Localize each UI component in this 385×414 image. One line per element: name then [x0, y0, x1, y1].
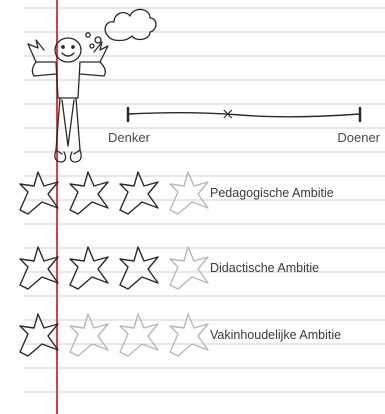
star-outline-icon	[119, 246, 159, 290]
rating-row-subject-matter: Vakinhoudelijke Ambitie	[14, 312, 384, 366]
thinking-person-icon	[27, 8, 157, 163]
rating-label: Pedagogische Ambitie	[210, 186, 334, 200]
star-faded-icon	[119, 313, 159, 357]
star-outline-icon	[69, 171, 109, 215]
rating-label: Didactische Ambitie	[210, 261, 320, 275]
star-outline-icon	[19, 171, 59, 215]
scale-marker-icon	[223, 109, 233, 119]
star-faded-icon	[169, 171, 209, 215]
star-rating	[14, 245, 214, 299]
star-faded-icon	[169, 246, 209, 290]
scale-line	[126, 106, 362, 123]
star-outline-icon	[69, 246, 109, 290]
rating-row-didactic: Didactische Ambitie	[14, 245, 384, 299]
thinker-doer-scale: Denker Doener	[108, 104, 380, 148]
rating-label: Vakinhoudelijke Ambitie	[210, 328, 342, 342]
star-outline-icon	[119, 171, 159, 215]
scale-left-label: Denker	[108, 130, 150, 145]
star-faded-icon	[69, 313, 109, 357]
rating-row-pedagogical: Pedagogische Ambitie	[14, 170, 384, 224]
star-outline-icon	[19, 246, 59, 290]
star-outline-icon	[19, 313, 59, 357]
scale-right-label: Doener	[337, 130, 380, 145]
star-faded-icon	[169, 313, 209, 357]
star-rating	[14, 312, 214, 366]
star-rating	[14, 170, 214, 224]
